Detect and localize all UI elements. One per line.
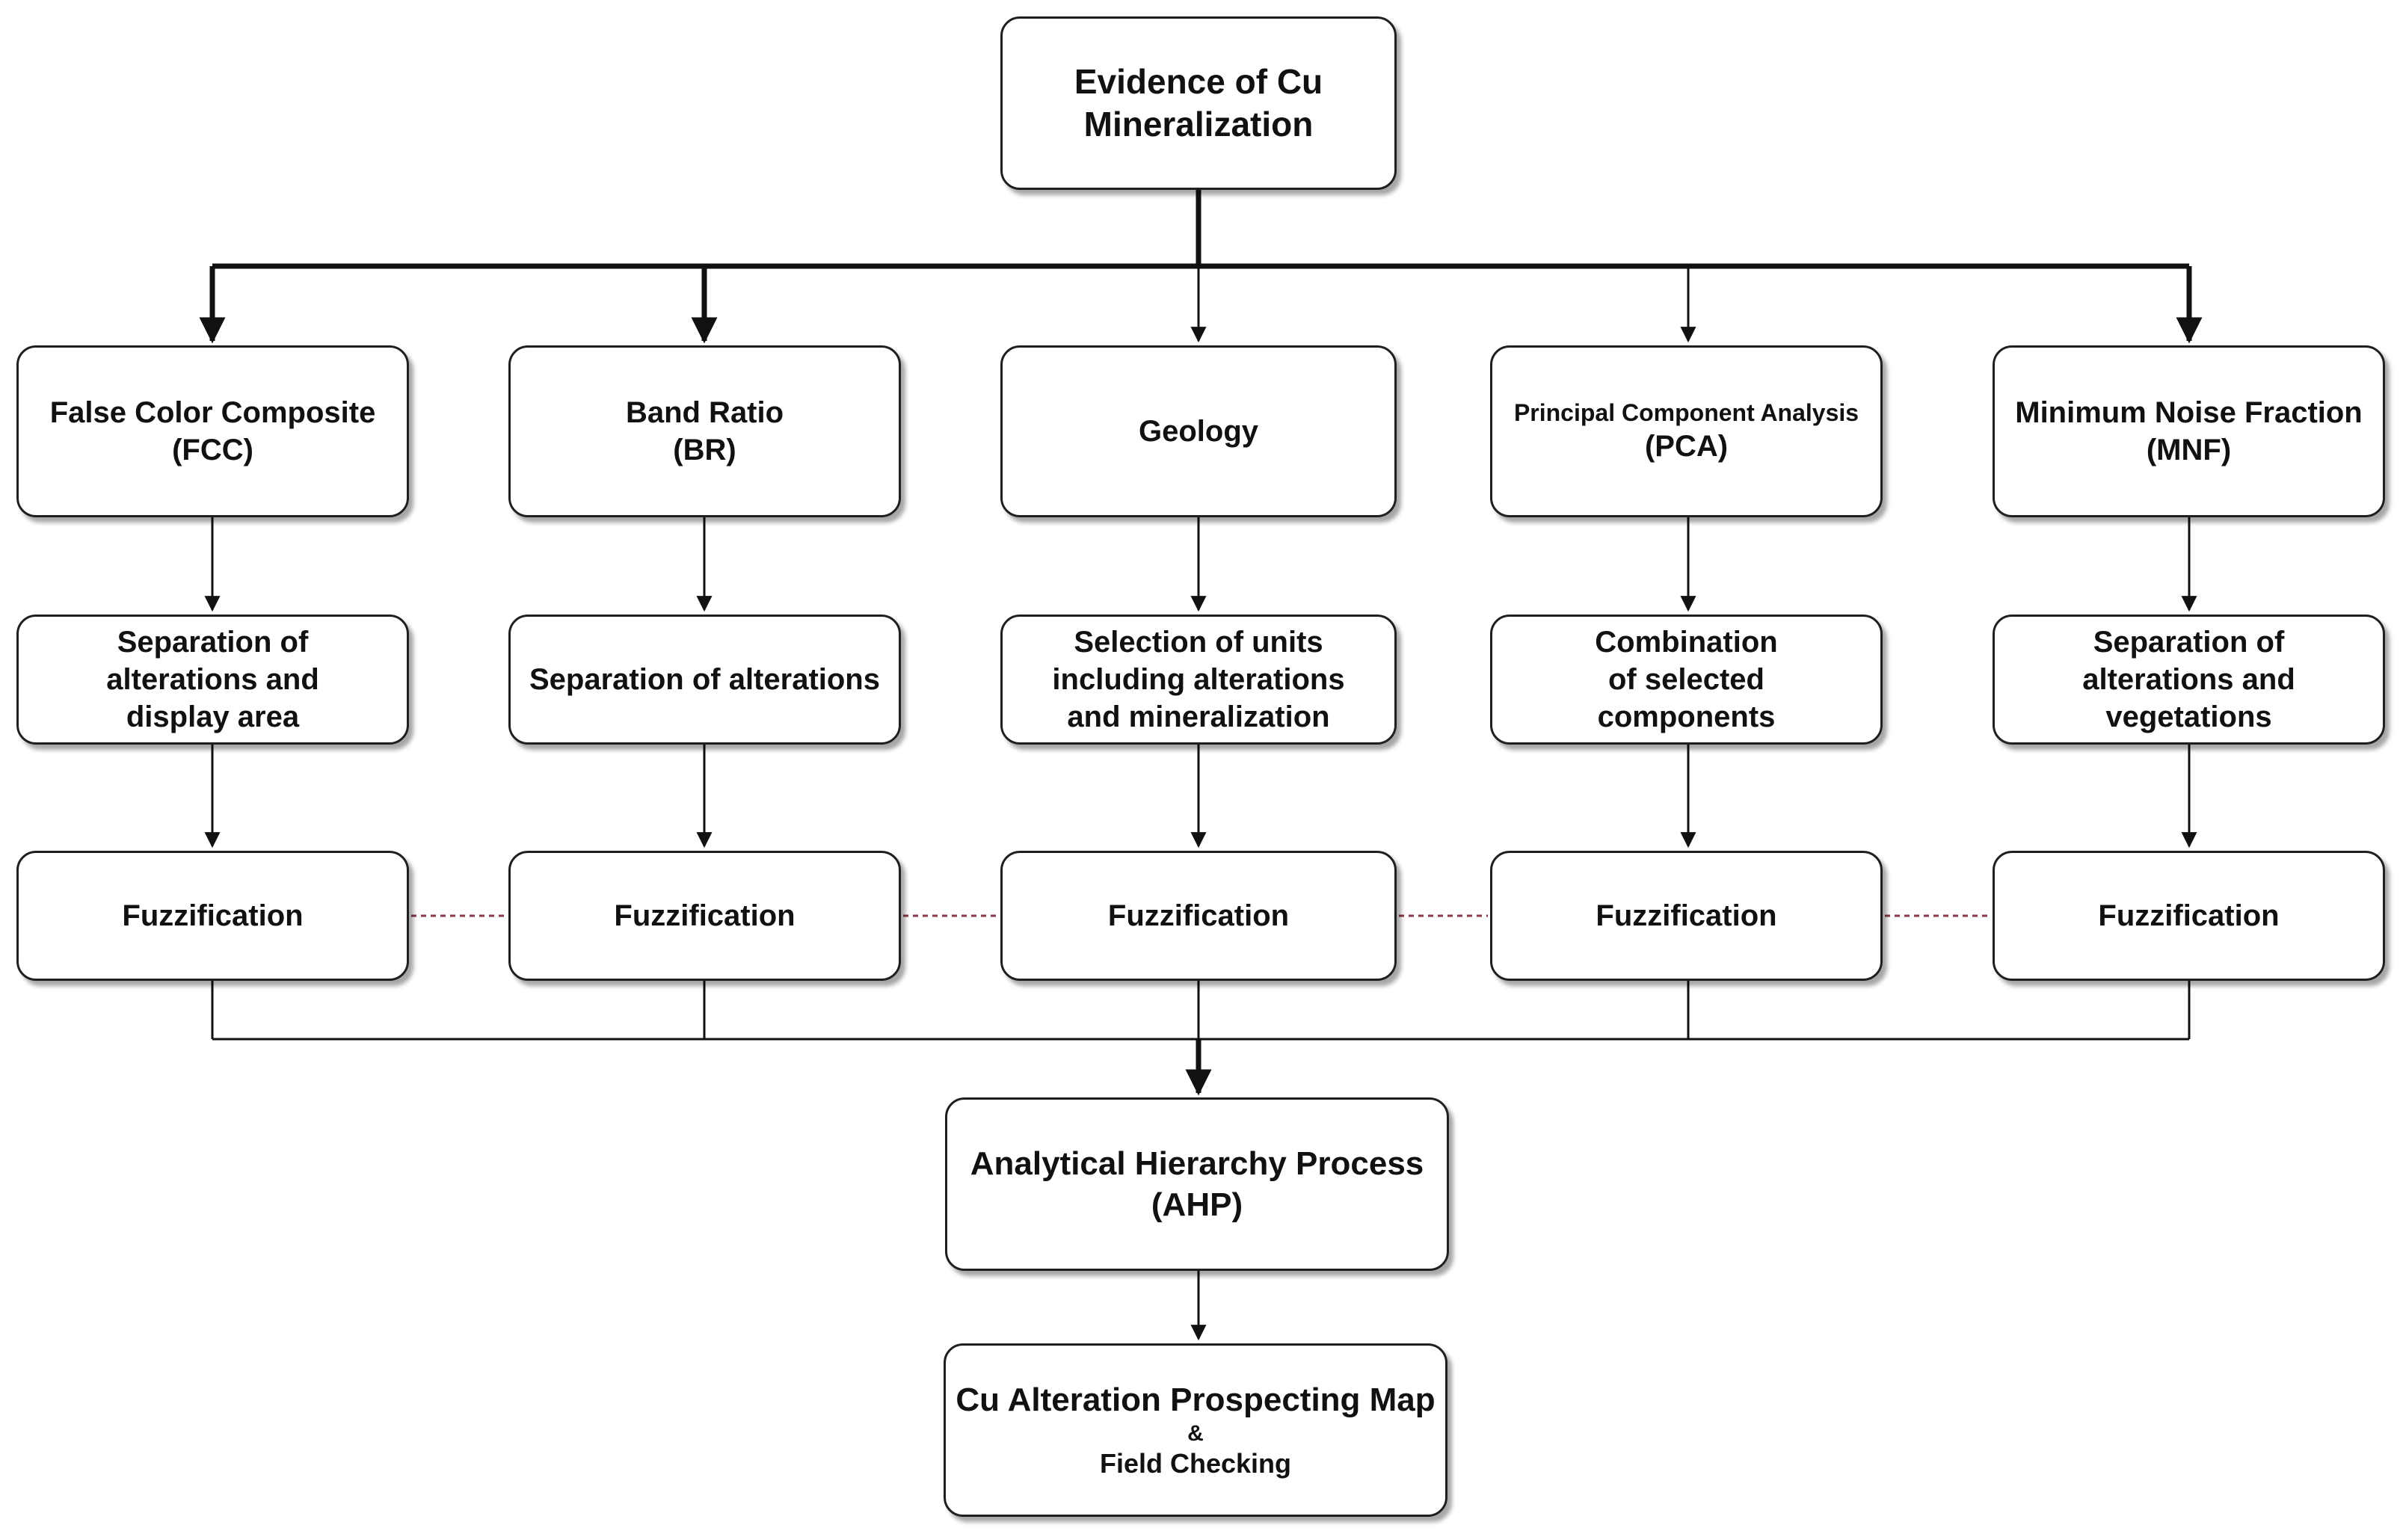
- fuzzification-box-mnf: Fuzzification: [1993, 851, 2385, 981]
- prospecting-map-label: Cu Alteration Prospecting Map: [956, 1382, 1436, 1418]
- evidence-label: Evidence of Cu Mineralization: [1074, 61, 1323, 144]
- fuzzification-label: Fuzzification: [1107, 899, 1290, 932]
- method-abbr: (FCC): [172, 434, 253, 466]
- method-title: False Color Composite: [49, 396, 376, 429]
- fuzzification-label: Fuzzification: [614, 899, 796, 932]
- evidence-of-cu-mineralization-box: Evidence of Cu Mineralization: [1000, 16, 1397, 190]
- fuzzification-box-pca: Fuzzification: [1490, 851, 1883, 981]
- method-title: Minimum Noise Fraction: [2015, 396, 2363, 429]
- step-label: Combination of selected components: [1595, 626, 1778, 733]
- fuzzification-label: Fuzzification: [1596, 899, 1777, 932]
- fuzzification-label: Fuzzification: [122, 899, 304, 932]
- step-label: Selection of units including alterations…: [1052, 626, 1345, 733]
- fuzzification-box-geology: Fuzzification: [1000, 851, 1397, 981]
- step-box-pca: Combination of selected components: [1490, 615, 1883, 745]
- step-label: Separation of alterations and display ar…: [106, 626, 319, 733]
- method-title: Band Ratio: [625, 396, 784, 429]
- method-abbr: (MNF): [2146, 434, 2232, 466]
- step-box-geology: Selection of units including alterations…: [1000, 615, 1397, 745]
- fuzzification-label: Fuzzification: [2098, 899, 2280, 932]
- step-label: Separation of alterations and vegetation…: [2082, 626, 2295, 733]
- prospecting-map-box: Cu Alteration Prospecting Map & Field Ch…: [944, 1343, 1447, 1517]
- method-abbr: (PCA): [1644, 430, 1729, 463]
- step-box-fcc: Separation of alterations and display ar…: [16, 615, 409, 745]
- ahp-box: Analytical Hierarchy Process (AHP): [945, 1097, 1449, 1271]
- method-box-br: Band Ratio (BR): [508, 345, 901, 517]
- method-title: Principal Component Analysis: [1513, 399, 1859, 426]
- method-box-pca: Principal Component Analysis (PCA): [1490, 345, 1883, 517]
- method-box-fcc: False Color Composite (FCC): [16, 345, 409, 517]
- step-label: Separation of alterations: [529, 663, 880, 696]
- ampersand-label: &: [1187, 1420, 1204, 1446]
- step-box-br: Separation of alterations: [508, 615, 901, 745]
- method-box-geology: Geology: [1000, 345, 1397, 517]
- step-box-mnf: Separation of alterations and vegetation…: [1993, 615, 2385, 745]
- method-title: Geology: [1138, 415, 1259, 448]
- method-box-mnf: Minimum Noise Fraction (MNF): [1993, 345, 2385, 517]
- fuzzification-box-fcc: Fuzzification: [16, 851, 409, 981]
- method-abbr: (BR): [673, 434, 736, 466]
- field-checking-label: Field Checking: [1099, 1447, 1292, 1479]
- ahp-label: Analytical Hierarchy Process (AHP): [970, 1145, 1424, 1223]
- fuzzification-box-br: Fuzzification: [508, 851, 901, 981]
